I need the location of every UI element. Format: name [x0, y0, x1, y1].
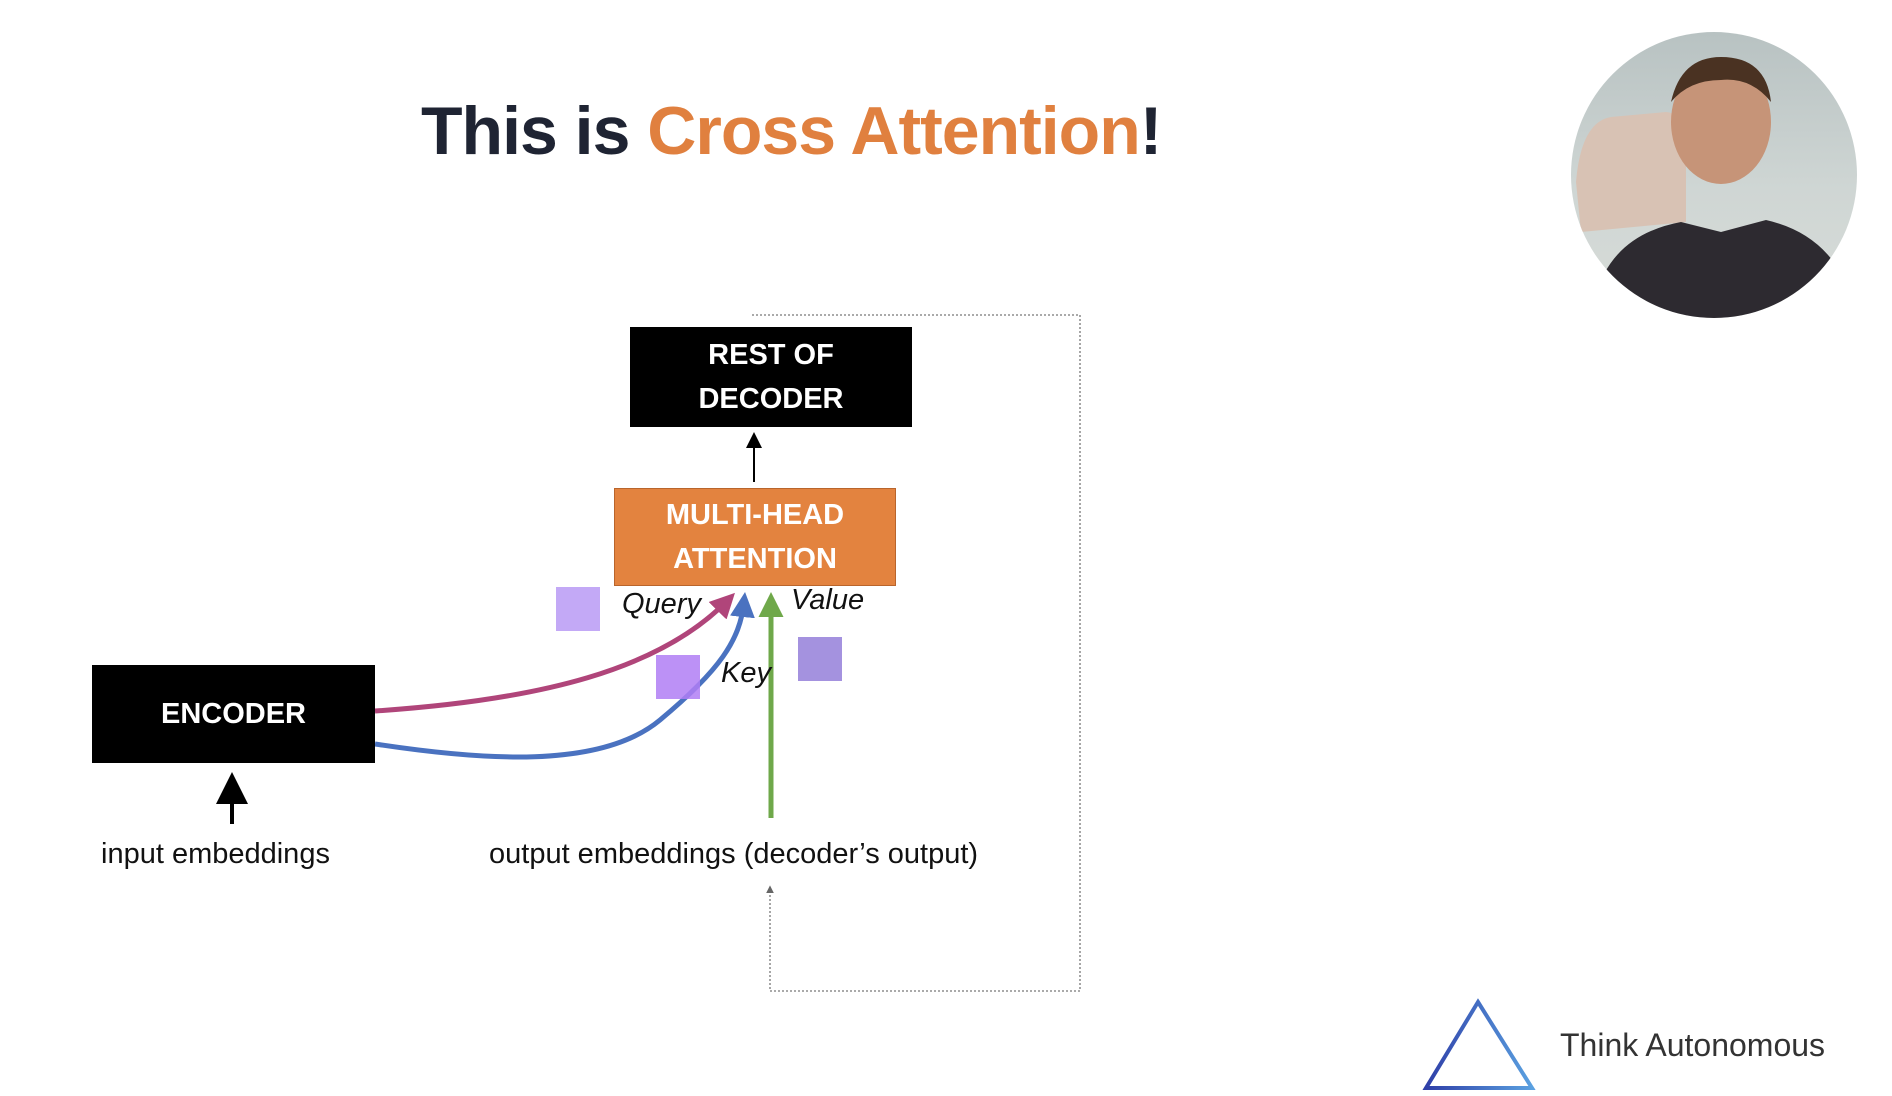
- mha-line1: MULTI-HEAD: [665, 499, 845, 531]
- think-autonomous-logo-icon: [1422, 998, 1536, 1090]
- slide-title: This is Cross Attention!: [421, 92, 1163, 170]
- value-label: Value: [791, 584, 865, 616]
- key-arrow: [374, 592, 755, 760]
- feedback-loop-dotted: [752, 314, 1081, 992]
- output-embeddings-label: output embeddings (decoder’s output): [489, 838, 979, 870]
- rest-of-decoder-line2: DECODER: [698, 383, 844, 415]
- title-suffix: !: [1139, 93, 1163, 169]
- rest-of-decoder-box: REST OF DECODER: [630, 327, 912, 427]
- key-marker: [656, 655, 700, 699]
- multi-head-attention-box: MULTI-HEAD ATTENTION: [614, 488, 896, 586]
- input-embeddings-label: input embeddings: [101, 838, 330, 870]
- brand-name: Think Autonomous: [1560, 1027, 1826, 1063]
- query-label: Query: [622, 588, 701, 620]
- rest-of-decoder-line1: REST OF: [708, 339, 834, 371]
- presenter-webcam: [1571, 32, 1857, 318]
- presenter-avatar-icon: [1576, 57, 1857, 318]
- encoder-box: ENCODER: [92, 665, 375, 763]
- query-marker: [556, 587, 600, 631]
- query-arrow: [374, 592, 735, 714]
- encoder-label: ENCODER: [160, 698, 306, 730]
- title-prefix: This is: [421, 93, 648, 169]
- mha-line2: ATTENTION: [673, 543, 837, 575]
- key-label: Key: [721, 657, 771, 689]
- title-highlight: Cross Attention: [647, 93, 1140, 169]
- value-marker: [798, 637, 842, 681]
